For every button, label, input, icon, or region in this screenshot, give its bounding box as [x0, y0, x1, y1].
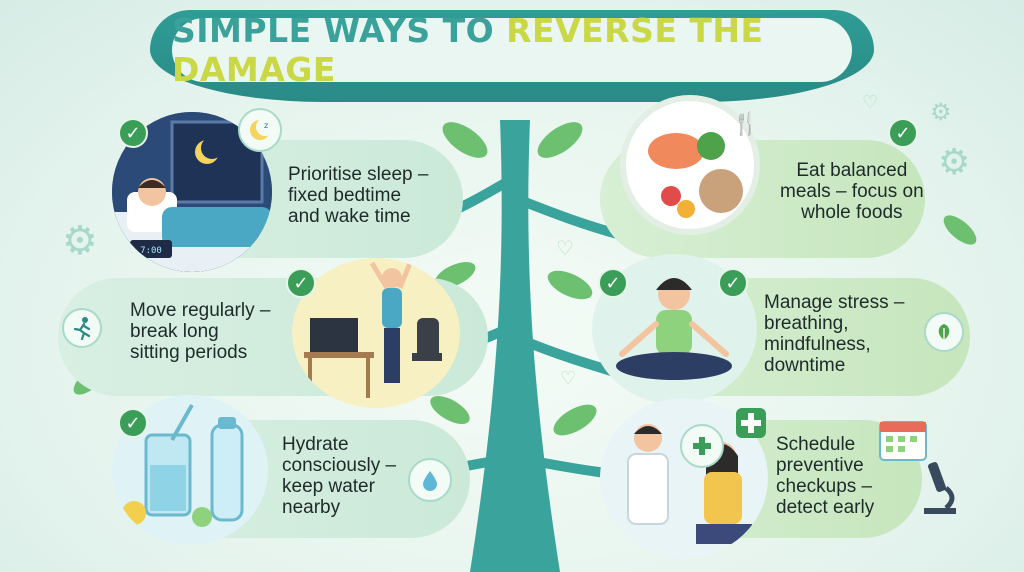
title-box: SIMPLE WAYS TO REVERSE THE DAMAGE	[172, 11, 852, 89]
page-title: SIMPLE WAYS TO REVERSE THE DAMAGE	[172, 11, 852, 89]
medical-cross-icon	[680, 424, 724, 468]
water-illustration	[112, 395, 268, 545]
medical-cross-icon	[736, 408, 766, 438]
gear-icon: ⚙	[62, 218, 98, 264]
heart-icon: ♡	[862, 92, 879, 113]
title-part-2: REVERSE THE DAMAGE	[172, 11, 764, 89]
check-icon: ✓	[598, 268, 628, 298]
check-icon: ✓	[286, 268, 316, 298]
gear-icon: ⚙	[930, 98, 952, 126]
leaf-icon	[924, 312, 964, 352]
heart-icon: ♡	[560, 368, 577, 389]
tip-text-move: Move regularly – break long sitting peri…	[130, 300, 271, 363]
gear-icon: ⚙	[938, 142, 971, 183]
svg-text:z: z	[264, 121, 268, 130]
alarm-clock-time: 7:00	[140, 246, 162, 256]
check-icon: ✓	[718, 268, 748, 298]
tip-text-stress: Manage stress – breathing, mindfulness, …	[764, 292, 905, 376]
moon-icon: z	[238, 108, 282, 152]
fork-knife-icon: 🍴	[732, 112, 760, 137]
tip-text-eat: Eat balanced meals – focus on whole food…	[780, 160, 924, 223]
tip-text-sleep: Prioritise sleep – fixed bedtime and wak…	[288, 164, 429, 227]
check-icon: ✓	[118, 118, 148, 148]
runner-icon	[62, 308, 102, 348]
food-illustration	[620, 95, 760, 235]
calendar-icon	[878, 416, 928, 466]
tip-text-checkups: Schedule preventive checkups – detect ea…	[776, 434, 875, 518]
microscope-icon	[918, 458, 962, 522]
water-drop-icon	[408, 458, 452, 502]
check-icon: ✓	[888, 118, 918, 148]
check-icon: ✓	[118, 408, 148, 438]
heart-icon: ♡	[556, 236, 574, 260]
title-part-1: SIMPLE WAYS TO	[172, 11, 507, 50]
tip-text-hydrate: Hydrate consciously – keep water nearby	[282, 434, 397, 518]
stretching-illustration	[292, 258, 460, 408]
